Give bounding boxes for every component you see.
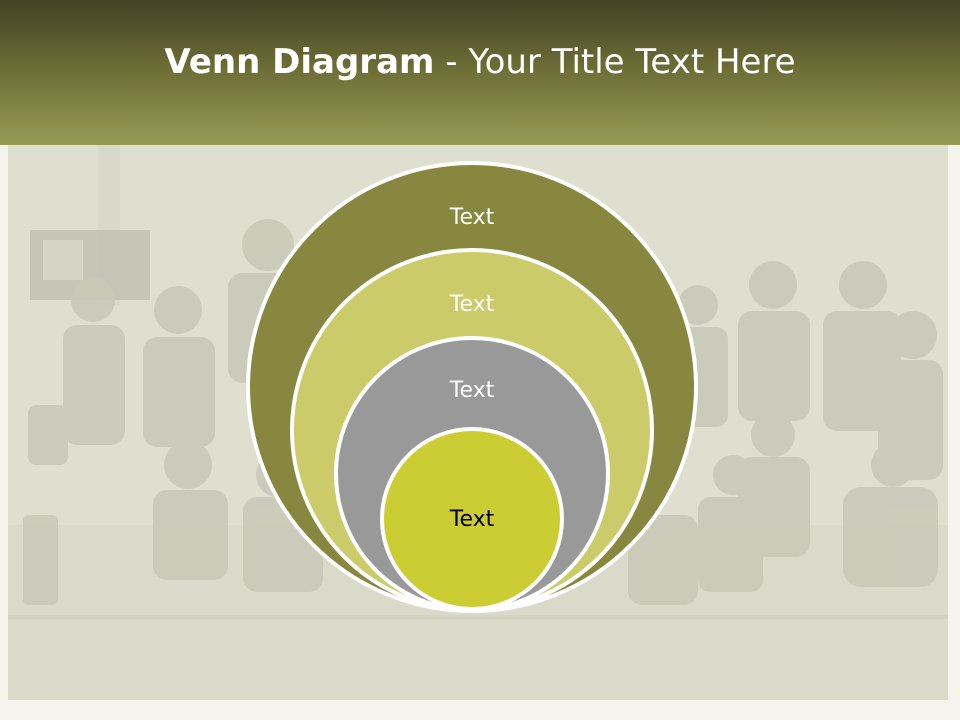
title-rest-part: - Your Title Text Here [434, 42, 796, 82]
third-circle-label: Text [449, 378, 495, 403]
outer-circle-label: Text [449, 205, 495, 230]
inner-circle: Text [380, 427, 564, 611]
inner-circle-label: Text [449, 507, 495, 532]
title-bar: Venn Diagram - Your Title Text Here [0, 0, 960, 145]
slide-title: Venn Diagram - Your Title Text Here [0, 42, 960, 82]
second-circle-label: Text [449, 292, 495, 317]
title-bold-part: Venn Diagram [164, 42, 435, 82]
